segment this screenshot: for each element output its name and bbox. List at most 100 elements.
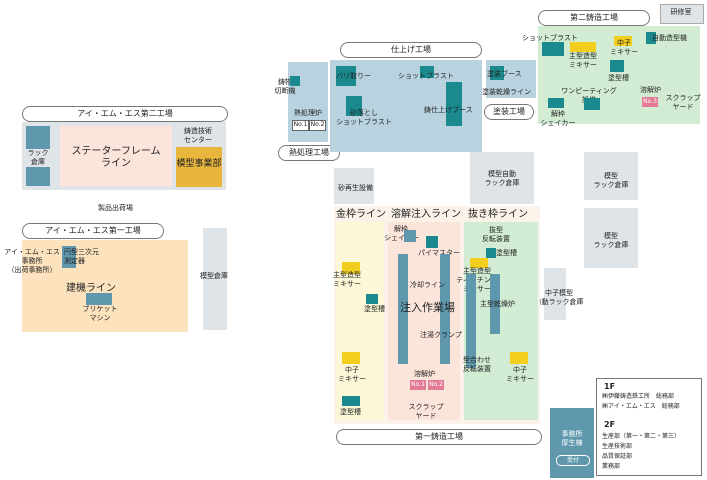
model-auto-rack-label: 模型自動 ラック倉庫: [484, 170, 520, 187]
reception-label[interactable]: 受付: [556, 455, 590, 466]
saw-label: 鋳物 切断機: [274, 78, 296, 95]
factory1-label: アイ・エム・エス第一工場: [22, 223, 164, 239]
product-ship-label: 製品出荷場: [98, 204, 133, 212]
lab-zone: [660, 4, 704, 24]
briquette: [86, 293, 112, 305]
shakeout2-machine: [548, 98, 564, 108]
cmm: [62, 246, 76, 268]
frame-line-label: 金枠ライン: [336, 209, 386, 220]
heat-furnace-label: 熱処理炉: [294, 109, 322, 117]
finishing-plant-label: 仕上げ工場: [340, 42, 482, 58]
legend-2f-item: 生産技術部: [602, 443, 633, 450]
sand-shot-label: 砂落とし ショットブラスト: [336, 109, 392, 126]
ims-office-label: アイ・エム・エス 事務所 （出荷事務所）: [4, 248, 60, 274]
model-auto-rack: [470, 152, 534, 204]
paint-booth-label: 塗装ブース: [487, 70, 522, 78]
shot-blast-fin-machine: [420, 66, 434, 78]
shakeout1-machine: [404, 230, 416, 242]
paint-booth-machine: [490, 66, 504, 80]
mold-dryer-label: 主型乾燥炉: [480, 300, 515, 308]
model-rack2: [584, 208, 638, 268]
mold-tank-label: 塗型槽: [608, 74, 629, 82]
shot-blast2-label: ショットブラスト: [522, 34, 578, 42]
melt-furnace1-no1: No.1: [410, 380, 426, 390]
legend-2f-item: 品質保証部: [602, 453, 633, 460]
punch-bar2: [490, 274, 500, 334]
melt-furnace1-label: 溶解炉: [414, 370, 435, 378]
floor-legend: [596, 378, 702, 476]
sand-regen-label: 砂再生設備: [338, 184, 373, 192]
legend-2f-item: 業務部: [602, 463, 621, 470]
casting2-plant-label: 第二鋳造工場: [538, 10, 650, 26]
melt-furnace1-no2: No.2: [428, 380, 444, 390]
legend-1f-item: ㈱アイ・エム・エス 総務部: [602, 403, 680, 410]
core-mixer-label: 中子 ミキサー: [610, 39, 638, 56]
pi-master-label: パイマスター: [418, 249, 460, 257]
shot-blast-fin-label: ショットブラスト: [398, 72, 454, 80]
flip1-label: 抜型 反転装置: [482, 226, 510, 243]
casting1-plant-label: 第一鋳造工場: [336, 429, 542, 445]
finish-booth-machine: [446, 82, 462, 126]
melt-furnace2-label: 溶解炉: [640, 86, 661, 94]
main-mixer-l-box: [342, 262, 360, 274]
core-mixer-l-box: [342, 352, 360, 364]
casting-tech-center-label: 鋳造技術 センター: [184, 127, 212, 144]
main-mixer-box: [570, 42, 596, 52]
grinder-label: バリ取りー: [336, 72, 371, 80]
model-rack1-label: 模型 ラック倉庫: [593, 172, 629, 189]
legend-2f-item: 生産部（第一・第二・第三）: [602, 433, 681, 440]
cooling-line-bar2: [440, 254, 450, 364]
lab-label: 研修室: [670, 8, 692, 16]
melt-furnace2-no3: No.3: [642, 97, 658, 107]
pour-crane-label: 注湯クランプ: [420, 331, 462, 339]
shot-blast2-machine: [542, 42, 564, 56]
scrap-yard1-label: スクラップ ヤード: [408, 403, 444, 420]
machine-line-label: 建機ライン: [66, 283, 116, 294]
punch-bar1: [466, 274, 476, 368]
stator-line-zone: [60, 126, 172, 186]
saw-machine: [290, 76, 300, 86]
core-mixer-r-box: [510, 352, 528, 364]
auto-molder-label: 自動造型機: [652, 34, 687, 42]
cmm-label: 円型三次元 測定器: [64, 248, 99, 265]
sand-shot-machine: [346, 96, 362, 116]
mold-tank-p-label: 塗型槽: [496, 249, 517, 257]
heat-plant-label: 熱処理工場: [278, 145, 340, 161]
auto-molder-machine: [646, 32, 656, 44]
heat-furnace-no1: No.1: [292, 120, 309, 131]
mold-tank-l-label: 塗型槽: [364, 305, 385, 313]
finish-booth-label: 鋳仕上げブース: [424, 106, 473, 114]
mold-business-zone: [176, 147, 222, 187]
model-rack1: [584, 152, 638, 200]
punch-line-zone: [464, 222, 538, 420]
legend-1f-item: ㈱伊藤鋳造鉄工所 総務部: [602, 393, 675, 400]
mold-tank-p-machine: [486, 248, 496, 258]
mold-storage-left-label: 模型倉庫: [200, 272, 228, 280]
sand-regen: [334, 168, 374, 204]
pour-line-label: 溶解注入ライン: [391, 209, 461, 220]
shakeout1-label: 解枠 シェイカー: [384, 225, 419, 242]
core-auto-rack-label: 中子模型 自動ラック倉庫: [534, 289, 584, 306]
frame-line-zone: [336, 222, 384, 420]
briquette-label: ブリケット マシン: [82, 305, 118, 322]
mold-tank-machine: [610, 60, 624, 72]
one-piece-machine: [584, 98, 600, 110]
align-flip-label: 型合わせ 反転装置: [463, 356, 491, 373]
grinder-machine: [336, 66, 356, 86]
mold-business-label: 模型事業部: [176, 159, 222, 169]
mold-tank-l2-label: 塗型槽: [340, 408, 361, 416]
paint-dry-label: 塗装乾燥ライン: [482, 88, 531, 96]
stator-line-label: ステーターフレーム ライン: [71, 146, 161, 169]
main-teeming-label: 主型造型 ティーチング ミキサー: [456, 267, 498, 293]
core-auto-rack: [544, 268, 566, 320]
heat-furnace-no2: No.2: [309, 120, 326, 131]
core-mixer-r-label: 中子 ミキサー: [506, 366, 534, 383]
punch-line-label: 抜き枠ライン: [468, 209, 528, 220]
pi-master-machine: [426, 236, 438, 248]
mold-tank-l-machine: [366, 294, 378, 304]
main-teeming-box: [470, 258, 488, 268]
pour-area-label: 注入作業場: [400, 301, 455, 314]
rack-storage-label: ラック 倉庫: [26, 149, 50, 167]
factory2-label: アイ・エム・エス第二工場: [22, 106, 228, 122]
office-bldg-label: 事務所 厚生棟: [561, 430, 583, 447]
